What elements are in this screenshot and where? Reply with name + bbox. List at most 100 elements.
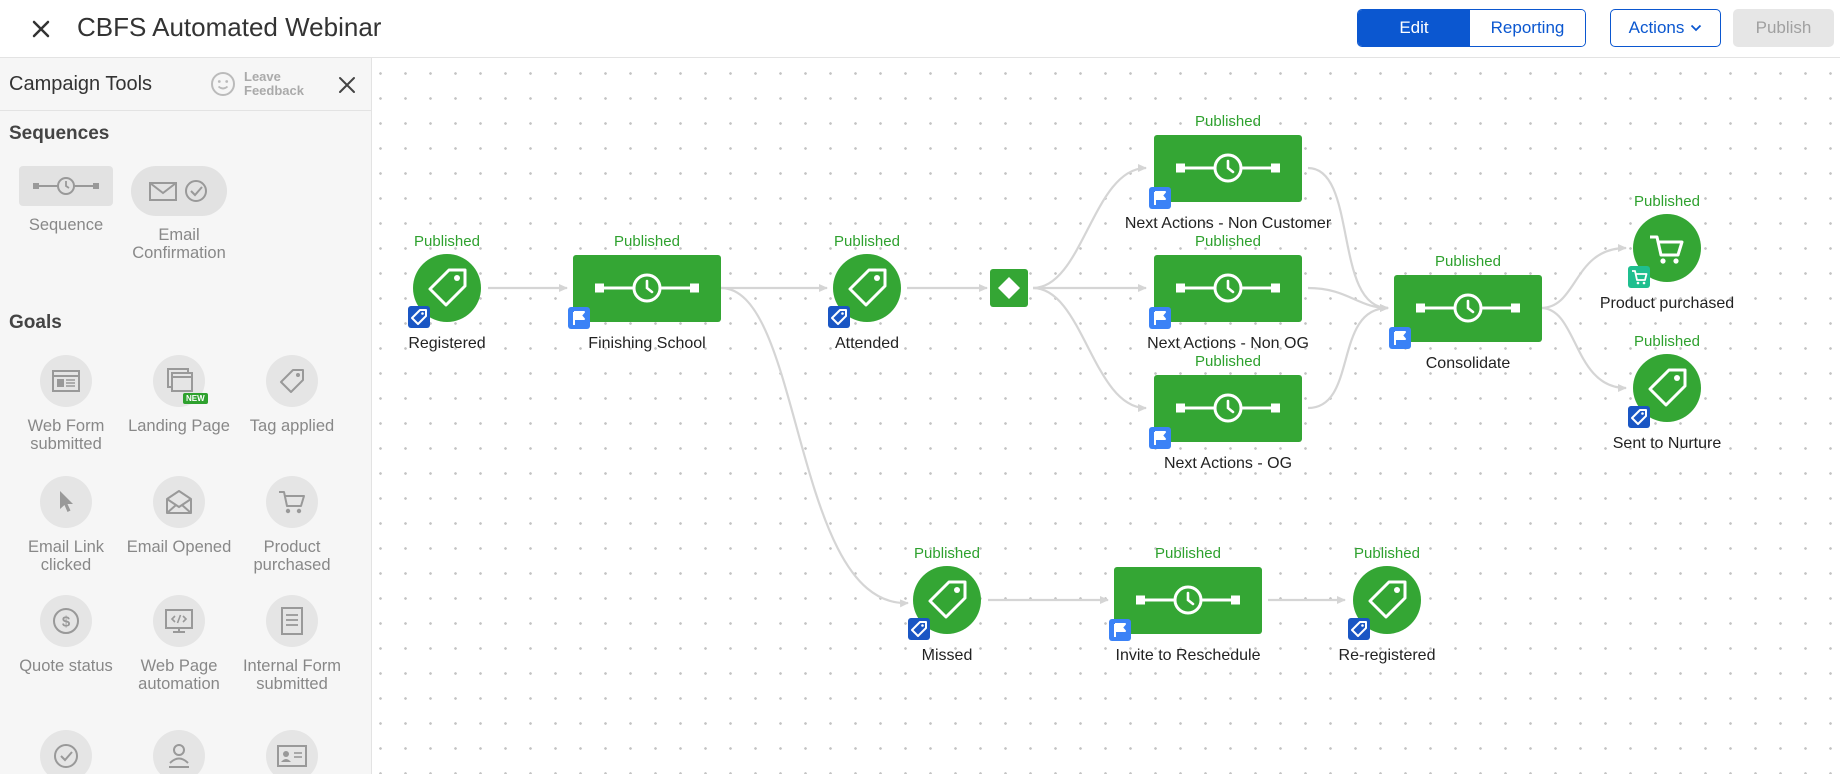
mode-switch: Edit Reporting <box>1357 9 1586 47</box>
cart-icon <box>1650 235 1684 264</box>
goal-landing-page[interactable]: NEW Landing Page <box>123 355 235 435</box>
decision-node[interactable] <box>990 269 1028 307</box>
goals-heading: Goals <box>9 312 62 333</box>
actions-button[interactable]: Actions <box>1610 9 1721 47</box>
status-badge: Published <box>414 233 480 250</box>
landing-page-icon: NEW <box>153 355 208 407</box>
node-sent-to-nurture[interactable] <box>1627 354 1701 429</box>
node-attended[interactable] <box>827 254 901 329</box>
page-title: CBFS Automated Webinar <box>77 12 382 42</box>
web-page-code-icon <box>153 595 205 647</box>
status-badge: Published <box>834 233 900 250</box>
tool-label: Email Opened <box>126 538 232 556</box>
node-next-actions-non-og[interactable] <box>1148 255 1302 330</box>
goal-email-link-clicked[interactable]: Email Link clicked <box>10 476 122 574</box>
person-arrow-icon <box>153 730 205 774</box>
node-label: Invite to Reschedule <box>1115 647 1261 664</box>
top-bar: CBFS Automated Webinar Edit Reporting Ac… <box>0 0 1840 58</box>
status-badge: Published <box>1634 193 1700 210</box>
edit-tab[interactable]: Edit <box>1358 10 1470 46</box>
actions-label: Actions <box>1628 18 1685 37</box>
sequences-heading: Sequences <box>9 123 110 144</box>
tag-icon <box>266 355 318 407</box>
sequence-icon <box>19 166 113 206</box>
goal-check-circle[interactable] <box>10 730 122 774</box>
tool-label: Internal Form submitted <box>242 657 342 693</box>
tag-badge-icon <box>1627 405 1651 429</box>
status-badge: Published <box>614 233 680 250</box>
tool-label: Product purchased <box>253 538 331 574</box>
internal-form-icon <box>266 595 318 647</box>
tool-label: Landing Page <box>128 417 230 435</box>
contact-card-icon <box>266 730 318 774</box>
node-next-actions-non-customer[interactable] <box>1148 135 1302 210</box>
dollar-icon: $ <box>40 595 92 647</box>
reporting-tab[interactable]: Reporting <box>1470 10 1585 46</box>
tool-label: Sequence <box>28 216 104 234</box>
tool-label: Web Page automation <box>138 657 220 693</box>
status-badge: Published <box>1435 253 1501 270</box>
node-label: Registered <box>408 335 486 352</box>
flag-icon <box>1148 306 1172 330</box>
goal-product-purchased[interactable]: Product purchased <box>236 476 348 574</box>
connectors <box>488 164 1627 608</box>
node-product-purchased[interactable] <box>1627 214 1701 289</box>
tool-label: Email Confirmation <box>132 226 226 262</box>
goal-quote-status[interactable]: $ Quote status <box>10 595 122 675</box>
goal-web-form[interactable]: Web Form submitted <box>10 355 122 453</box>
node-label: Re-registered <box>1338 647 1436 664</box>
chevron-down-icon <box>1691 24 1702 32</box>
status-badge: Published <box>914 545 980 562</box>
flag-icon <box>567 306 591 330</box>
publish-button[interactable]: Publish <box>1733 9 1834 47</box>
goal-person-transfer[interactable] <box>123 730 235 774</box>
close-icon[interactable] <box>26 14 56 44</box>
flag-icon <box>1148 186 1172 210</box>
status-badge: Published <box>1354 545 1420 562</box>
node-registered[interactable] <box>407 254 481 329</box>
status-badge: Published <box>1634 333 1700 350</box>
svg-text:$: $ <box>62 614 71 631</box>
web-form-icon <box>40 355 92 407</box>
tool-sequence[interactable]: Sequence <box>10 166 122 234</box>
node-consolidate[interactable] <box>1388 275 1542 350</box>
campaign-canvas[interactable]: Published Published Published Published … <box>373 58 1840 774</box>
node-label: Finishing School <box>588 335 706 352</box>
node-label: Next Actions - OG <box>1163 455 1293 472</box>
cart-badge-icon <box>1627 265 1651 289</box>
node-finishing-school[interactable] <box>567 255 721 330</box>
status-badge: Published <box>1195 113 1261 130</box>
goal-web-page-automation[interactable]: Web Page automation <box>123 595 235 693</box>
node-label: Missed <box>921 647 973 664</box>
tool-label: Tag applied <box>249 417 335 435</box>
node-re-registered[interactable] <box>1347 566 1421 641</box>
node-next-actions-og[interactable] <box>1148 375 1302 450</box>
goal-contact-card[interactable] <box>236 730 348 774</box>
goal-tag-applied[interactable]: Tag applied <box>236 355 348 435</box>
status-badge: Published <box>1195 233 1261 250</box>
node-label: Product purchased <box>1599 295 1735 312</box>
node-invite-to-reschedule[interactable] <box>1108 567 1262 642</box>
tool-label: Quote status <box>19 657 113 675</box>
tag-badge-icon <box>907 617 931 641</box>
panel-title: Campaign Tools <box>9 73 153 95</box>
goal-internal-form[interactable]: Internal Form submitted <box>236 595 348 693</box>
node-label: Next Actions - Non OG <box>1147 335 1309 352</box>
close-panel-icon[interactable] <box>336 74 358 96</box>
envelope-open-icon <box>153 476 205 528</box>
status-badge: Published <box>1155 545 1221 562</box>
feedback-label: Leave Feedback <box>244 69 304 98</box>
node-label: Sent to Nurture <box>1612 435 1722 452</box>
tag-badge-icon <box>1347 617 1371 641</box>
tag-badge-icon <box>827 305 851 329</box>
goal-email-opened[interactable]: Email Opened <box>123 476 235 556</box>
flag-icon <box>1148 426 1172 450</box>
cursor-icon <box>40 476 92 528</box>
flag-icon <box>1388 326 1412 350</box>
node-label: Next Actions - Non Customer <box>1124 215 1332 232</box>
smiley-icon <box>211 72 235 96</box>
check-circle-icon <box>40 730 92 774</box>
node-missed[interactable] <box>907 566 981 641</box>
leave-feedback-link[interactable]: Leave Feedback <box>210 70 316 98</box>
tool-email-confirmation[interactable]: Email Confirmation <box>123 166 235 262</box>
